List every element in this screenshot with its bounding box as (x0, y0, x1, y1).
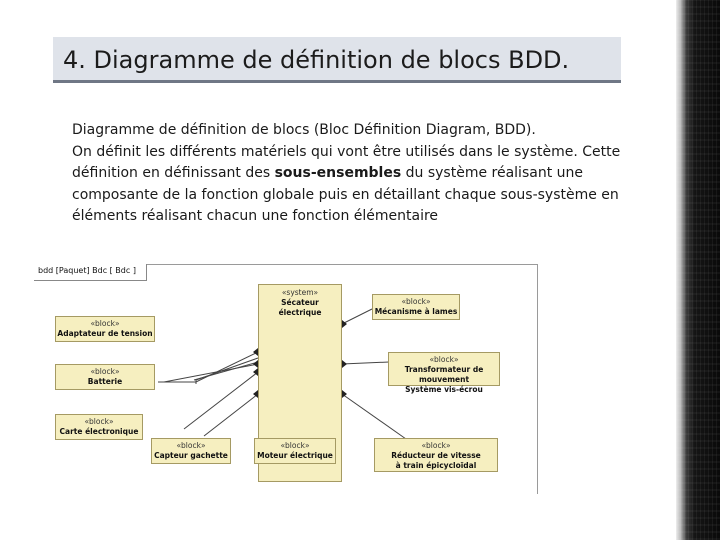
diagram-frame (34, 264, 538, 494)
block-mecanisme[interactable]: «block» Mécanisme à lames (372, 294, 460, 320)
link-mecanisme (341, 308, 373, 325)
link-batterie (195, 357, 259, 384)
paragraph-line-2: On définit les différents matériels qui … (72, 142, 652, 228)
block-transformateur[interactable]: «block» Transformateur de mouvement Syst… (388, 352, 500, 394)
bdd-diagram: bdd [Paquet] Bdc [ Bdc ] «system» Sécate… (34, 264, 539, 496)
link-reducteur (341, 393, 407, 440)
link-transformateur (341, 361, 390, 365)
paragraph-text-a: On définit les différents matériels qui … (72, 143, 621, 182)
block-stereotype: «block» (280, 441, 310, 450)
link-carte (183, 371, 259, 430)
block-carte[interactable]: «block» Carte électronique (55, 414, 143, 440)
composition-links (158, 308, 407, 440)
paragraph-bold: sous-ensembles (274, 165, 402, 181)
block-name: Transformateur de mouvement (404, 365, 484, 384)
link-batterie-main (163, 363, 259, 383)
link-capteur (203, 393, 259, 437)
block-stereotype: «block» (176, 441, 206, 450)
block-stereotype: «block» (90, 319, 120, 328)
block-stereotype: «block» (90, 367, 120, 376)
block-name: Carte électronique (59, 427, 139, 436)
block-stereotype: «block» (84, 417, 114, 426)
link-batterie-seg (193, 361, 259, 381)
diagram-frame-label: bdd [Paquet] Bdc [ Bdc ] (34, 264, 147, 281)
system-name: Sécateur électrique (278, 298, 322, 317)
block-stereotype: «block» (429, 355, 459, 364)
body-text: Diagramme de définition de blocs (Bloc D… (72, 120, 652, 228)
block-batterie[interactable]: «block» Batterie (55, 364, 155, 390)
block-name: Batterie (87, 377, 123, 386)
title-bar: 4. Diagramme de définition de blocs BDD. (53, 37, 621, 83)
block-stereotype: «block» (401, 297, 431, 306)
block-name-2: à train épicycloïdal (395, 461, 477, 470)
block-moteur[interactable]: «block» Moteur électrique (254, 438, 336, 464)
block-name: Réducteur de vitesse (391, 451, 481, 460)
block-name: Capteur gachette (154, 451, 228, 460)
paragraph-text-b: du système réalisant une composante de l… (72, 165, 619, 224)
system-stereotype: «system» (281, 288, 319, 297)
block-capteur[interactable]: «block» Capteur gachette (151, 438, 231, 464)
textured-edge (676, 0, 720, 540)
block-name: Adaptateur de tension (57, 329, 153, 338)
block-name: Mécanisme à lames (374, 307, 458, 316)
paragraph-line-1: Diagramme de définition de blocs (Bloc D… (72, 122, 536, 138)
slide-title: 4. Diagramme de définition de blocs BDD. (63, 46, 570, 74)
block-reducteur[interactable]: «block» Réducteur de vitesse à train épi… (374, 438, 498, 472)
block-name: Moteur électrique (257, 451, 333, 460)
block-name-2: Système vis-écrou (405, 385, 483, 394)
block-adaptateur[interactable]: «block» Adaptateur de tension (55, 316, 155, 342)
block-stereotype: «block» (421, 441, 451, 450)
